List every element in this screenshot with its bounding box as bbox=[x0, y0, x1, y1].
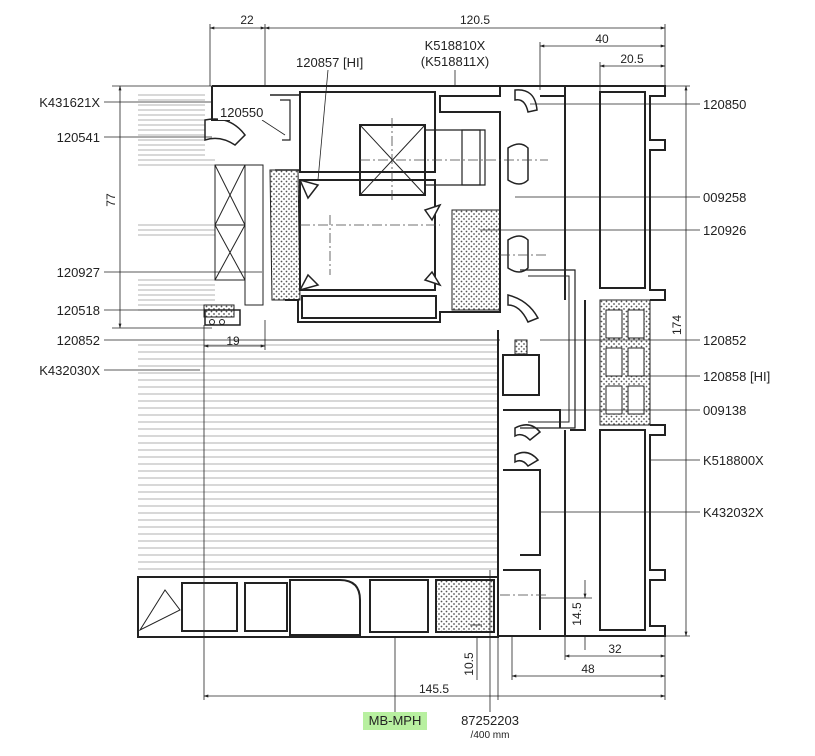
dim-20-5: 20.5 bbox=[620, 52, 644, 66]
thermal-break bbox=[514, 299, 651, 426]
right-labels: 120850 009258 120926 120852 120858 [HI] … bbox=[703, 97, 770, 520]
label-k432032x: K432032X bbox=[703, 505, 764, 520]
label-120550: 120550 bbox=[220, 105, 263, 120]
dim-48: 48 bbox=[581, 662, 595, 676]
bottom-labels: MB-MPH 87252203 /400 mm bbox=[363, 712, 519, 741]
dim-40: 40 bbox=[595, 32, 609, 46]
label-120927: 120927 bbox=[57, 265, 100, 280]
label-part-note: /400 mm bbox=[471, 730, 510, 741]
label-k432030x: K432030X bbox=[39, 363, 100, 378]
label-k518811x: (K518811X) bbox=[421, 54, 489, 69]
label-009258: 009258 bbox=[703, 190, 746, 205]
label-120852-left: 120852 bbox=[57, 333, 100, 348]
dim-174: 174 bbox=[670, 315, 684, 335]
dim-19: 19 bbox=[226, 334, 240, 348]
label-120541: 120541 bbox=[57, 130, 100, 145]
gaskets bbox=[298, 89, 542, 467]
label-mb-mph: MB-MPH bbox=[369, 713, 422, 728]
label-k431621x: K431621X bbox=[39, 95, 100, 110]
dim-14-5: 14.5 bbox=[570, 602, 584, 626]
dim-10-5: 10.5 bbox=[462, 652, 476, 676]
mullion-profile bbox=[497, 85, 666, 637]
wall-hatch bbox=[138, 94, 498, 570]
label-120926: 120926 bbox=[703, 223, 746, 238]
label-009138: 009138 bbox=[703, 403, 746, 418]
dim-145-5: 145.5 bbox=[419, 682, 449, 696]
label-120850: 120850 bbox=[703, 97, 746, 112]
dim-120-5: 120.5 bbox=[460, 13, 490, 27]
leader-lines bbox=[104, 69, 700, 513]
inner-labels: 120550 120857 [HI] K518810X (K518811X) bbox=[218, 38, 489, 120]
label-k518800x: K518800X bbox=[703, 453, 764, 468]
label-120858-hi: 120858 [HI] bbox=[703, 369, 770, 384]
label-k518810x: K518810X bbox=[425, 38, 486, 53]
label-120518: 120518 bbox=[57, 303, 100, 318]
insulation-block bbox=[214, 164, 264, 306]
dim-77: 77 bbox=[104, 193, 118, 207]
label-120857-hi: 120857 [HI] bbox=[296, 55, 363, 70]
dimension-values: 22 120.5 40 20.5 77 19 174 14.5 10.5 32 … bbox=[104, 13, 684, 696]
dimension-lines bbox=[112, 24, 690, 712]
left-labels: K431621X 120541 120927 120518 120852 K43… bbox=[39, 95, 100, 378]
label-87252203: 87252203 bbox=[461, 713, 519, 728]
label-120852-right: 120852 bbox=[703, 333, 746, 348]
dim-22: 22 bbox=[240, 13, 254, 27]
dim-32: 32 bbox=[608, 642, 622, 656]
center-lines bbox=[300, 118, 548, 596]
thermal-foam bbox=[203, 169, 501, 318]
bottom-extrusion bbox=[137, 576, 499, 638]
system-highlight bbox=[363, 712, 427, 730]
